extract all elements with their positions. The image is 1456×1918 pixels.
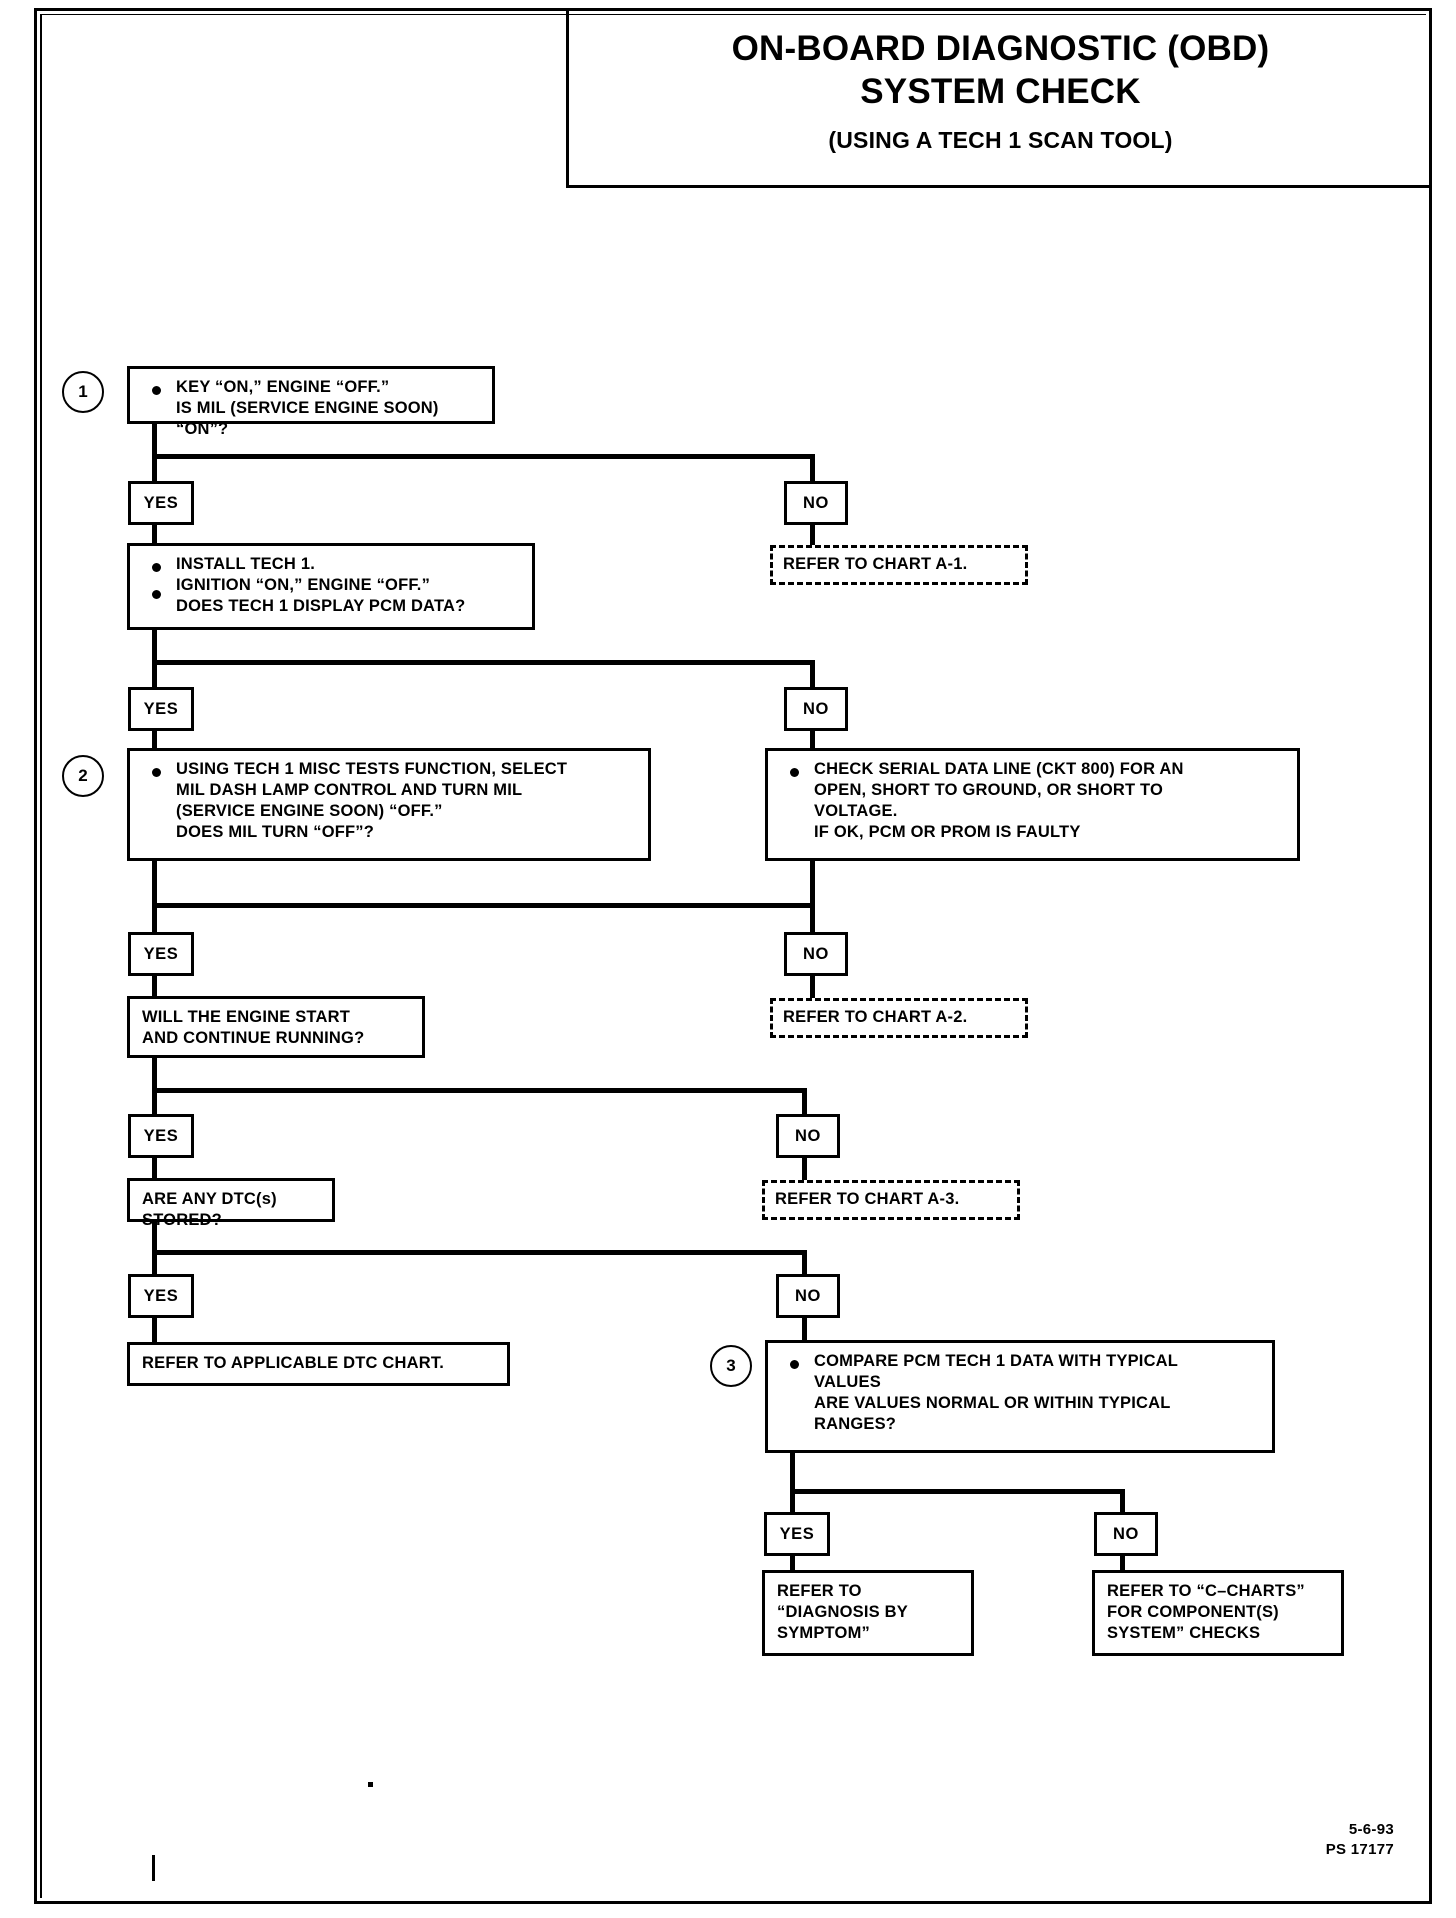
connector-yes5-down [152, 1318, 157, 1346]
node-refer-chart-a2: REFER TO CHART A-2. [770, 998, 1028, 1038]
connector-tech1-bus [152, 660, 815, 665]
branch-yes-4: YES [128, 1114, 194, 1158]
connector-dtc-yes-down [152, 1250, 157, 1278]
connector-step3-bus [790, 1489, 1125, 1494]
branch-yes-6: YES [764, 1512, 830, 1556]
footer-code: PS 17177 [1325, 1840, 1394, 1858]
connector-no4-down [802, 1158, 807, 1180]
branch-no-3: NO [784, 932, 848, 976]
connector-yes1-down [152, 525, 157, 547]
branch-no-4: NO [776, 1114, 840, 1158]
connector-step2-bus [152, 903, 815, 908]
connector-step3-down [790, 1453, 795, 1493]
branch-no-5: NO [776, 1274, 840, 1318]
connector-tech1-down [152, 630, 157, 664]
title-line-1: ON-BOARD DIAGNOSTIC (OBD) [731, 29, 1270, 68]
page-subtitle: (USING A TECH 1 SCAN TOOL) [828, 127, 1173, 154]
connector-tech1-yes-down [152, 660, 157, 690]
connector-step1-bus [152, 454, 815, 459]
branch-no-6: NO [1094, 1512, 1158, 1556]
connector-no1-down [810, 525, 815, 547]
connector-yes3-down [152, 976, 157, 998]
branch-yes-5: YES [128, 1274, 194, 1318]
node-step2-misc-tests: USING TECH 1 MISC TESTS FUNCTION, SELECT… [127, 748, 651, 861]
node-refer-chart-a3: REFER TO CHART A-3. [762, 1180, 1020, 1220]
connector-step2-no-down [810, 903, 815, 935]
connector-yes2-down [152, 731, 157, 751]
page-title: ON-BOARD DIAGNOSTIC (OBD) SYSTEM CHECK [569, 28, 1432, 113]
node-refer-applicable-dtc-chart: REFER TO APPLICABLE DTC CHART. [127, 1342, 510, 1386]
connector-step3-yes-down [790, 1489, 795, 1515]
node-refer-diagnosis-by-symptom: REFER TO “DIAGNOSIS BY SYMPTOM” [762, 1570, 974, 1656]
connector-engstart-bus [152, 1088, 807, 1093]
title-block: ON-BOARD DIAGNOSTIC (OBD) SYSTEM CHECK (… [566, 10, 1432, 188]
connector-engstart-down [152, 1058, 157, 1092]
step-number-2: 2 [62, 755, 104, 797]
connector-step1-down [152, 424, 157, 458]
page-border [34, 8, 1432, 1904]
node-check-serial-data-line: CHECK SERIAL DATA LINE (CKT 800) FOR AN … [765, 748, 1300, 861]
connector-step1-no-down [810, 454, 815, 484]
branch-no-2: NO [784, 687, 848, 731]
connector-no6-down [1120, 1556, 1125, 1582]
footer-date: 5-6-93 [1348, 1820, 1394, 1838]
connector-step2-yes-down [152, 903, 157, 935]
node-are-any-dtcs-stored: ARE ANY DTC(s) STORED? [127, 1178, 335, 1229]
connector-step3-no-down [1120, 1489, 1125, 1515]
branch-yes-3: YES [128, 932, 194, 976]
connector-tech1-no-down [810, 660, 815, 690]
connector-engstart-no-down [802, 1088, 807, 1118]
connector-yes4-down [152, 1158, 157, 1180]
footer-stamp: 5-6-93 PS 17177 [1326, 1820, 1394, 1861]
branch-yes-1: YES [128, 481, 194, 525]
connector-yes6-down [790, 1556, 795, 1582]
node-refer-c-charts: REFER TO “C–CHARTS” FOR COMPONENT(S) SYS… [1092, 1570, 1344, 1656]
connector-no5-down [802, 1318, 807, 1346]
connector-step2-no-up [810, 861, 815, 903]
connector-no2-down [810, 731, 815, 751]
scan-mark [152, 1855, 155, 1881]
connector-step1-yes-down [152, 454, 157, 484]
connector-no3-down [810, 976, 815, 998]
node-will-engine-start: WILL THE ENGINE START AND CONTINUE RUNNI… [127, 996, 425, 1058]
branch-no-1: NO [784, 481, 848, 525]
connector-dtc-no-down [802, 1250, 807, 1278]
node-refer-chart-a1: REFER TO CHART A-1. [770, 545, 1028, 585]
connector-engstart-yes-down [152, 1088, 157, 1118]
step-number-3: 3 [710, 1345, 752, 1387]
node-step1-key-on-engine-off: KEY “ON,” ENGINE “OFF.” IS MIL (SERVICE … [127, 366, 495, 438]
node-step3-compare-pcm-data: COMPARE PCM TECH 1 DATA WITH TYPICAL VAL… [765, 1340, 1275, 1453]
scan-speck [368, 1782, 373, 1787]
connector-dtc-down [152, 1222, 157, 1254]
connector-step2-down [152, 861, 157, 907]
step-number-1: 1 [62, 371, 104, 413]
node-install-tech1: INSTALL TECH 1. IGNITION “ON,” ENGINE “O… [127, 543, 535, 630]
title-line-2: SYSTEM CHECK [860, 71, 1141, 111]
branch-yes-2: YES [128, 687, 194, 731]
connector-dtc-bus [152, 1250, 807, 1255]
